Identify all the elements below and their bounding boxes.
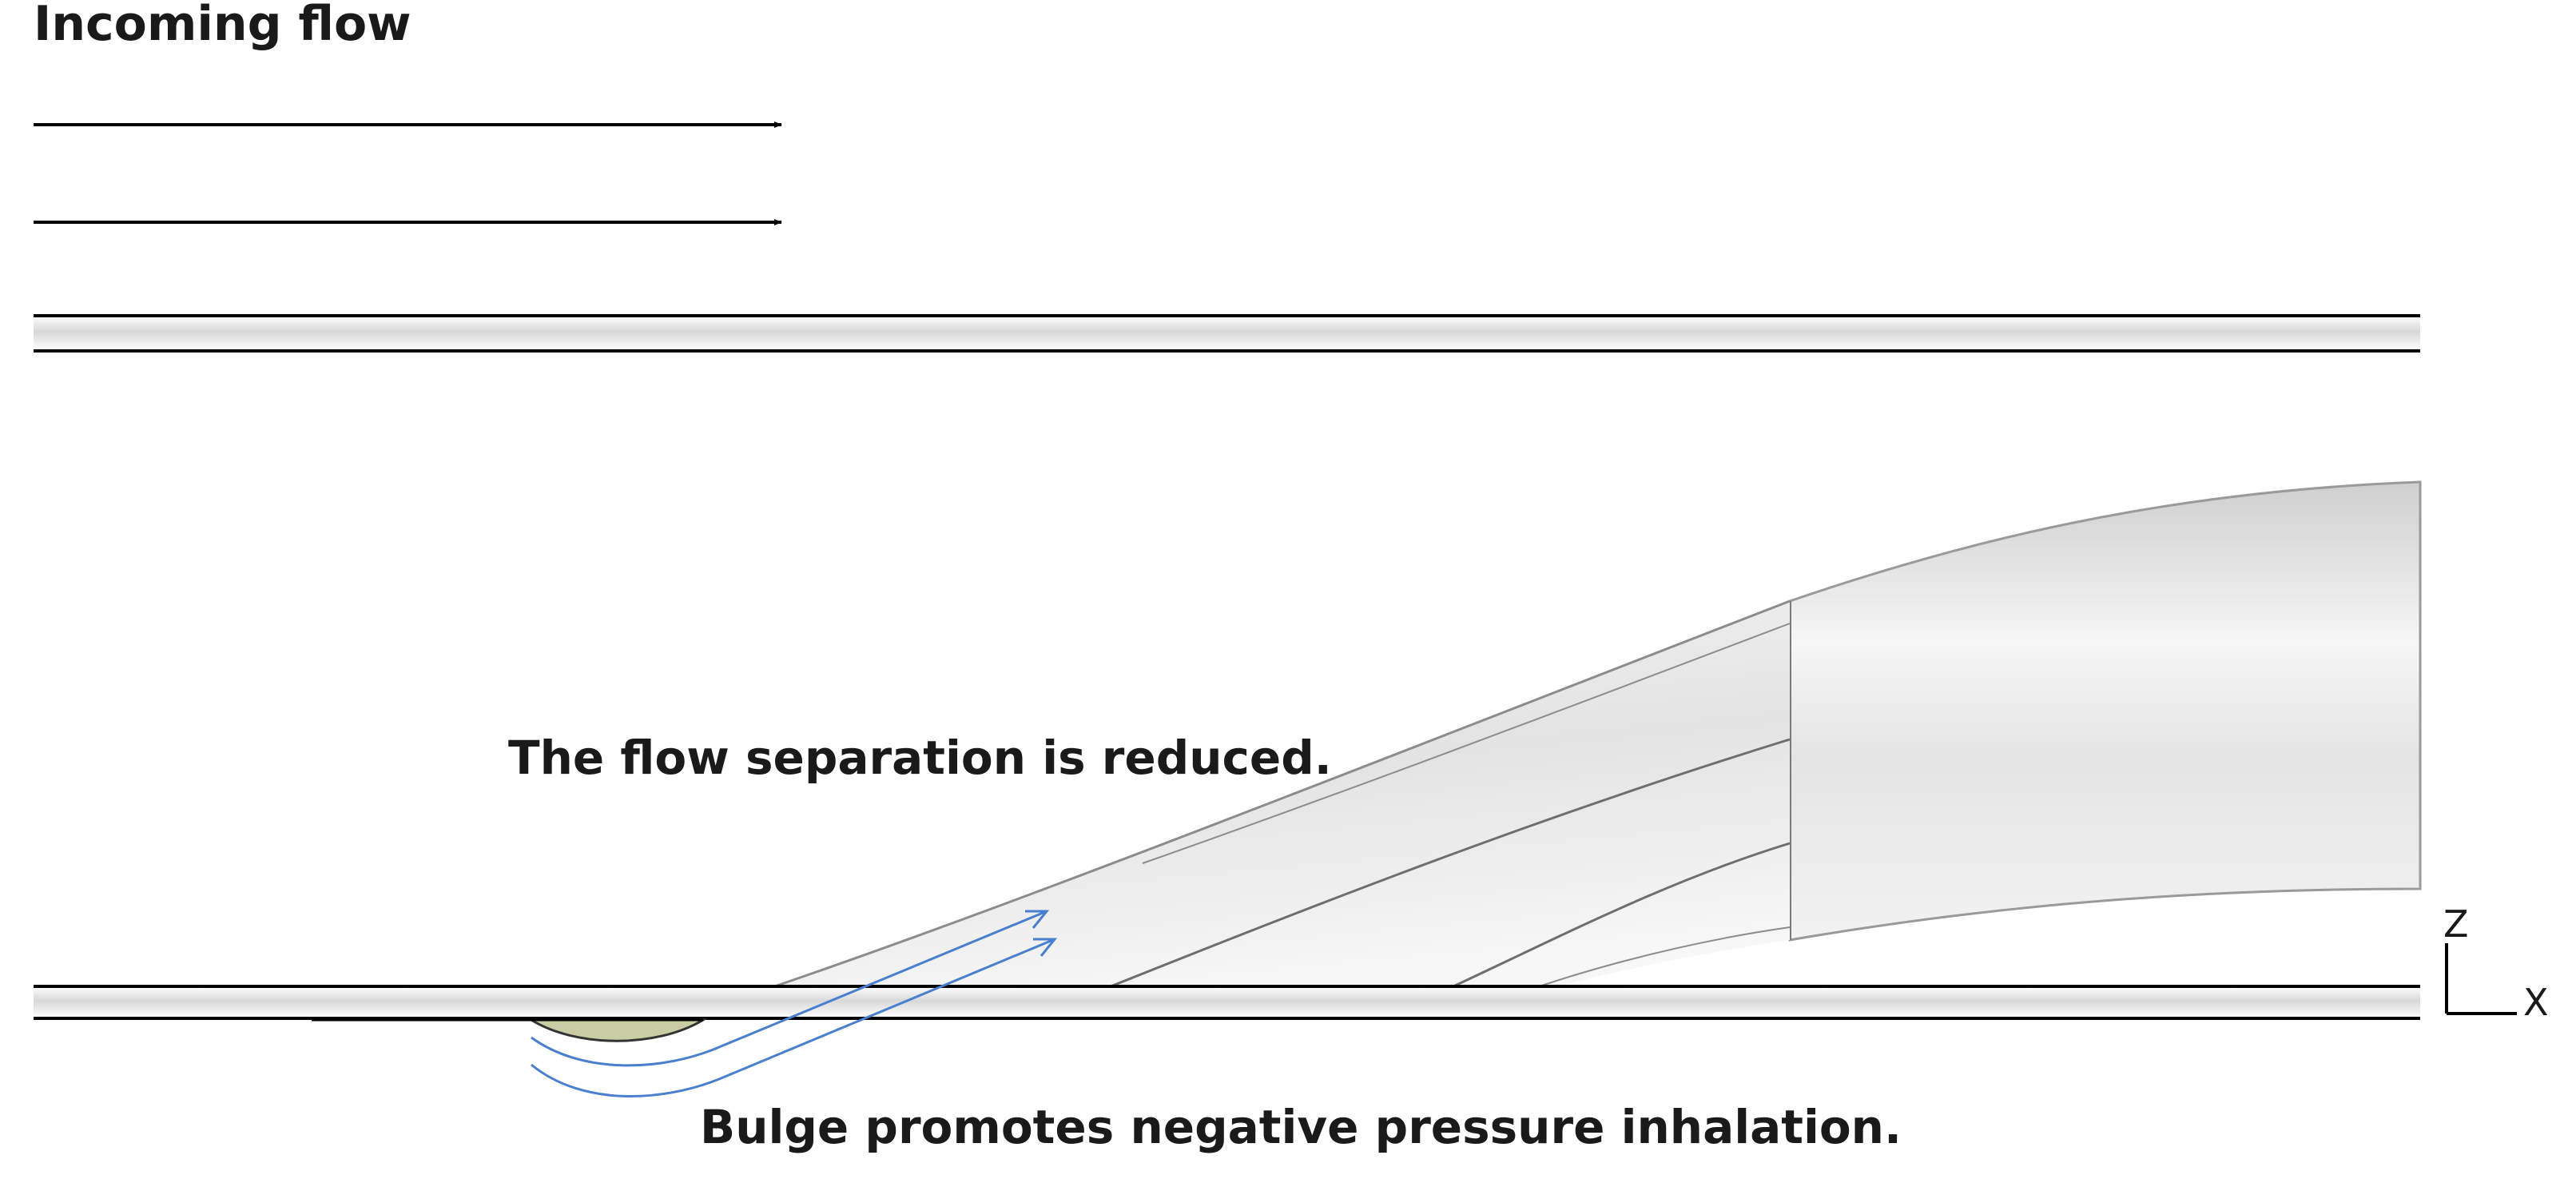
bottom-wall	[34, 985, 2420, 1020]
axis-indicator: Z X	[2443, 902, 2549, 1024]
incoming-flow-arrows	[34, 121, 782, 225]
streamline-arrowhead-lower	[1033, 938, 1058, 957]
streamlines	[531, 910, 1058, 1098]
axis-x-label: X	[2523, 981, 2549, 1024]
ramp-surface	[688, 599, 1791, 1017]
streamline-upper	[531, 910, 1047, 1067]
top-wall	[34, 314, 2420, 353]
axis-z-label: Z	[2443, 902, 2469, 946]
inlet-duct	[1788, 480, 2422, 942]
bulge-caption: Bulge promotes negative pressure inhalat…	[700, 1100, 1902, 1154]
incoming-flow-label: Incoming flow	[34, 0, 411, 52]
streamline-arrowhead-upper	[1025, 910, 1050, 929]
bulge	[527, 1018, 708, 1042]
separation-reduced-label: The flow separation is reduced.	[508, 731, 1332, 785]
streamline-lower	[531, 938, 1055, 1098]
